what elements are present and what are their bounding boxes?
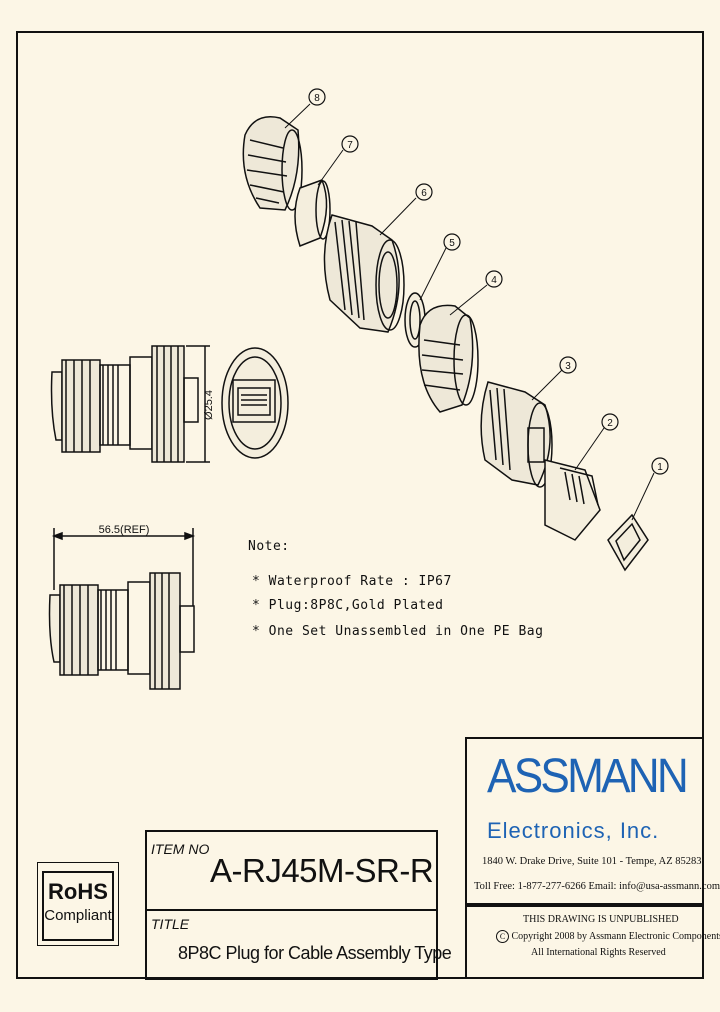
note-line: * One Set Unassembled in One PE Bag	[252, 624, 544, 639]
note-line: * Plug:8P8C,Gold Plated	[252, 598, 444, 613]
title-label: TITLE	[151, 916, 190, 932]
diameter-dimension: Ø25.4	[203, 390, 215, 420]
part-4-nut	[418, 304, 479, 413]
rohs-outer	[37, 862, 119, 946]
callout-3: 3	[565, 361, 571, 372]
side-view-2	[48, 528, 196, 690]
callout-1: 1	[657, 462, 663, 473]
company-name: Electronics, Inc.	[487, 818, 660, 843]
callout-7: 7	[347, 140, 353, 151]
notes-heading: Note:	[248, 539, 290, 554]
callout-6: 6	[421, 188, 427, 199]
part-3-housing	[480, 381, 553, 488]
legal-block	[465, 905, 704, 979]
company-contact: Toll Free: 1-877-277-6266 Email: info@us…	[474, 881, 720, 892]
callout-2: 2	[607, 418, 613, 429]
rohs-title: RoHS	[48, 879, 108, 904]
callout-4: 4	[491, 275, 497, 286]
callout-5: 5	[449, 238, 455, 249]
rohs-subtitle: Compliant	[44, 907, 112, 924]
side-view-assembled	[50, 345, 210, 463]
legal-unpublished: THIS DRAWING IS UNPUBLISHED	[523, 914, 679, 925]
front-view	[221, 347, 289, 459]
item-no-label: ITEM NO	[151, 841, 210, 857]
part-6-body	[323, 214, 405, 333]
title-text: 8P8C Plug for Cable Assembly Type	[178, 943, 452, 963]
length-dimension: 56.5(REF)	[99, 524, 150, 536]
callout-8: 8	[314, 93, 320, 104]
copyright-icon: C	[496, 930, 509, 943]
part-8-end-cap	[242, 116, 303, 211]
rohs-badge: RoHS Compliant	[42, 871, 114, 941]
legal-copyright: C Copyright 2008 by Assmann Electronic C…	[496, 930, 720, 943]
title-block	[145, 830, 438, 980]
part-1-gasket	[607, 513, 649, 572]
company-logo: ASSMANN	[487, 750, 689, 803]
title-divider	[145, 909, 438, 911]
company-address: 1840 W. Drake Drive, Suite 101 - Tempe, …	[482, 856, 702, 867]
part-2-plug	[544, 459, 601, 541]
company-block	[465, 737, 704, 905]
note-line: * Waterproof Rate : IP67	[252, 574, 452, 589]
legal-rights: All International Rights Reserved	[531, 947, 666, 958]
item-number: A-RJ45M-SR-R	[210, 852, 434, 889]
part-7-seal	[294, 179, 331, 247]
